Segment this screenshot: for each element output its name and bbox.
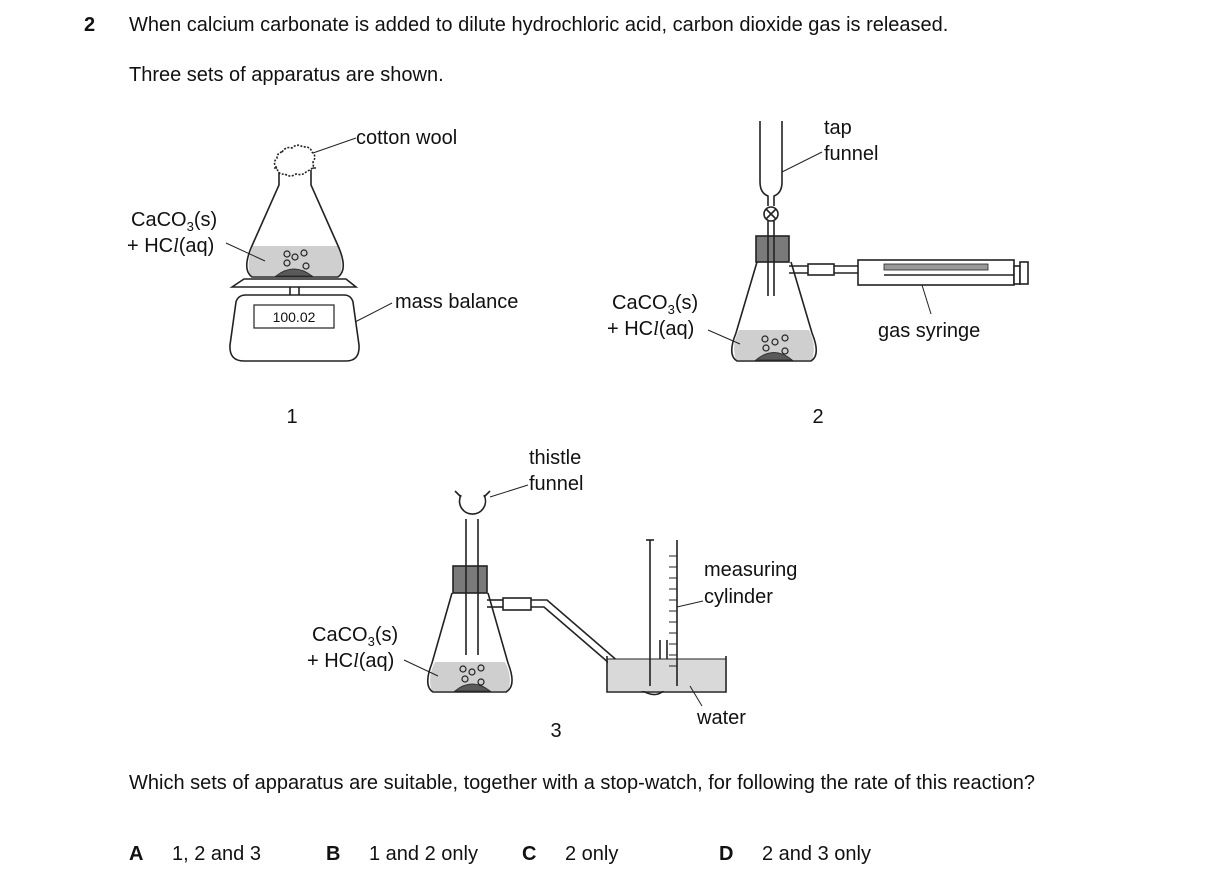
apparatus-1-number: 1 bbox=[286, 406, 297, 428]
option-d-letter: D bbox=[719, 843, 734, 865]
option-a-letter: A bbox=[129, 843, 144, 865]
label-tap-funnel: funnel bbox=[824, 143, 879, 165]
cotton-wool bbox=[273, 144, 316, 177]
flask-1-solid bbox=[274, 268, 314, 277]
option-d[interactable]: D 2 and 3 only bbox=[719, 843, 871, 866]
trough-water bbox=[608, 659, 725, 691]
option-c-letter: C bbox=[522, 843, 537, 865]
bubbles-1 bbox=[283, 249, 310, 270]
label-water: water bbox=[696, 707, 746, 729]
label-mixture-1-line2: + HCl(aq) bbox=[127, 235, 214, 257]
label-cylinder: cylinder bbox=[704, 586, 773, 608]
conical-flask-2 bbox=[730, 261, 818, 362]
question-intro: Three sets of apparatus are shown. bbox=[129, 64, 444, 86]
label-tap: tap bbox=[824, 117, 852, 139]
option-a-text: 1, 2 and 3 bbox=[172, 843, 261, 865]
connector-2 bbox=[807, 263, 835, 276]
label-mixture-3-line1: CaCO3(s) bbox=[312, 624, 398, 649]
apparatus-1 bbox=[225, 137, 393, 362]
flask-3-liquid bbox=[430, 662, 510, 691]
stopper-3 bbox=[452, 565, 488, 594]
thistle-funnel bbox=[458, 494, 487, 655]
label-mixture-1-line1: CaCO3(s) bbox=[131, 209, 217, 234]
apparatus-3 bbox=[403, 484, 727, 707]
label-mixture-2-line1: CaCO3(s) bbox=[612, 292, 698, 317]
option-b[interactable]: B 1 and 2 only bbox=[326, 843, 478, 866]
flask-2-solid bbox=[754, 352, 794, 361]
option-a[interactable]: A 1, 2 and 3 bbox=[129, 843, 261, 866]
flask-3-solid bbox=[453, 683, 492, 692]
question-stem: When calcium carbonate is added to dilut… bbox=[129, 14, 949, 36]
label-mixture-2-line2: + HCl(aq) bbox=[607, 318, 694, 340]
label-thistle: thistle bbox=[529, 447, 581, 469]
apparatus-diagram: 100.02 cotton wool mass balance CaCO3(s)… bbox=[127, 117, 1029, 742]
balance-pan bbox=[229, 278, 359, 288]
cylinder-scale bbox=[669, 555, 677, 667]
measuring-cylinder bbox=[649, 540, 678, 686]
water-trough bbox=[606, 656, 727, 693]
balance-display bbox=[253, 304, 335, 329]
tap-funnel bbox=[759, 121, 783, 206]
label-thistle-funnel: funnel bbox=[529, 473, 584, 495]
flask-1-liquid bbox=[248, 246, 342, 276]
syringe-scale bbox=[883, 263, 989, 271]
label-gas-syringe: gas syringe bbox=[878, 320, 980, 342]
option-b-letter: B bbox=[326, 843, 341, 865]
label-mass-balance: mass balance bbox=[395, 291, 518, 313]
option-c-text: 2 only bbox=[565, 843, 619, 865]
label-mixture-3-line2: + HCl(aq) bbox=[307, 650, 394, 672]
question-prompt: Which sets of apparatus are suitable, to… bbox=[129, 772, 1036, 794]
label-measuring: measuring bbox=[704, 559, 797, 581]
bubbles-2 bbox=[761, 334, 789, 355]
question-number: 2 bbox=[84, 14, 96, 36]
option-c[interactable]: C 2 only bbox=[522, 843, 618, 866]
stopper-2 bbox=[755, 235, 790, 263]
syringe-plunger bbox=[1013, 265, 1021, 285]
label-cotton-wool: cotton wool bbox=[356, 127, 457, 149]
option-d-text: 2 and 3 only bbox=[762, 843, 871, 865]
option-b-text: 1 and 2 only bbox=[369, 843, 478, 865]
apparatus-2-number: 2 bbox=[812, 406, 823, 428]
apparatus-2 bbox=[707, 121, 1029, 362]
apparatus-3-number: 3 bbox=[550, 720, 561, 742]
bubbles-3 bbox=[459, 664, 485, 686]
connector-3 bbox=[502, 597, 532, 611]
conical-flask-3 bbox=[426, 592, 513, 693]
balance-reading: 100.02 bbox=[273, 309, 316, 325]
